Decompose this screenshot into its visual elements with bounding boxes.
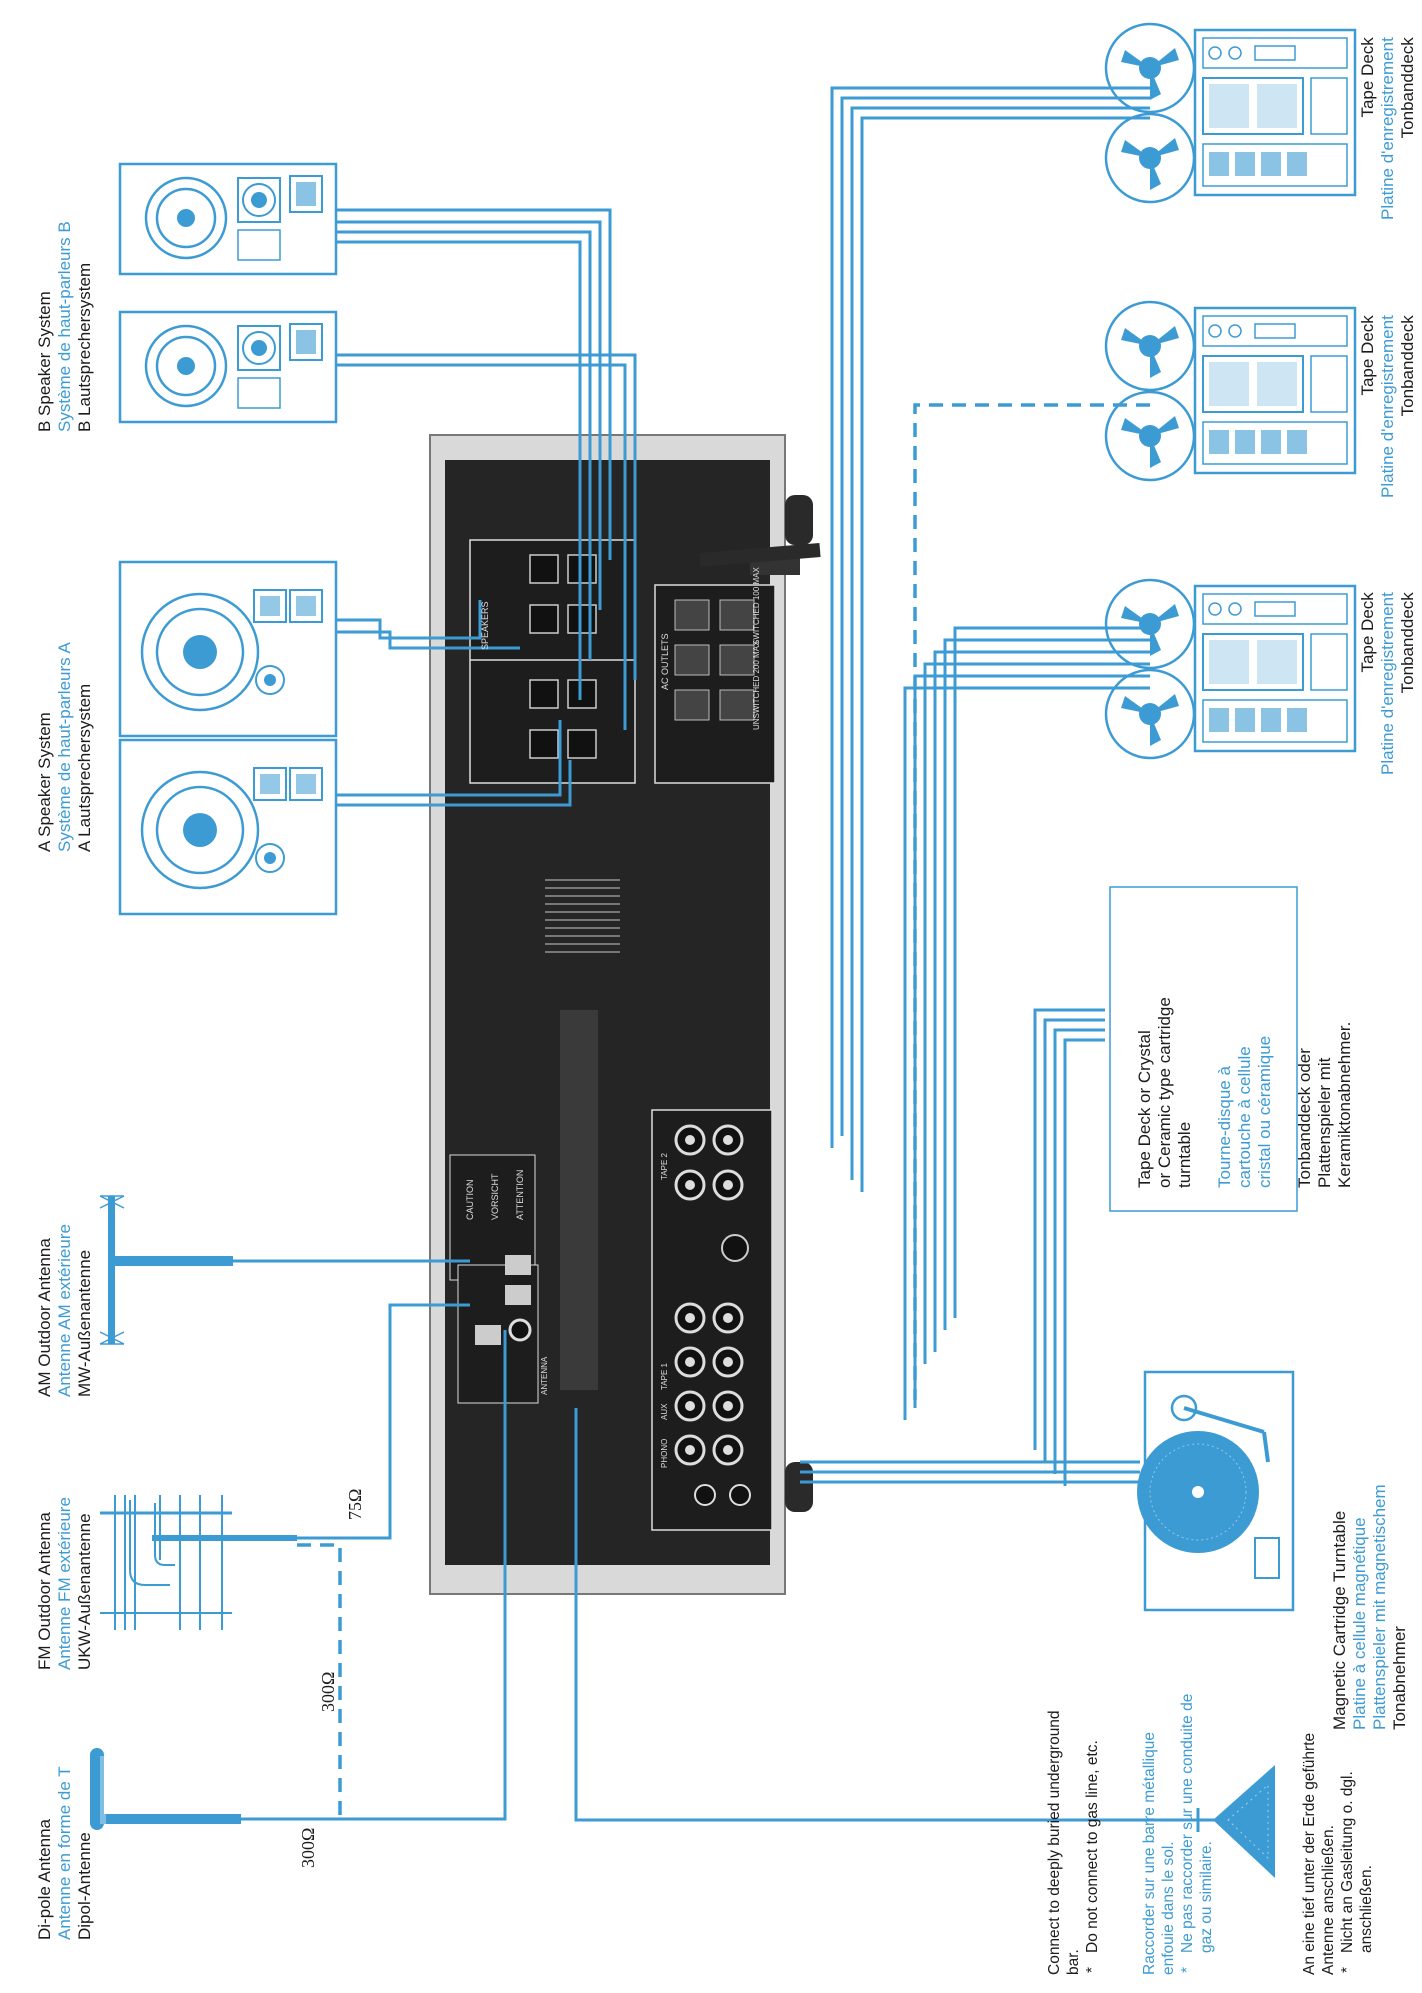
tape-deck-middle — [1106, 302, 1355, 480]
panel-aux-label: AUX — [660, 1404, 669, 1420]
tape-deck-top — [1106, 24, 1355, 202]
fm-antenna — [100, 1495, 297, 1630]
a-speaker-label: A Speaker System Système de haut-parleur… — [35, 642, 95, 852]
ohm-300-line: 300Ω — [318, 1672, 339, 1712]
am-antenna-label: AM Outdoor Antenna Antenne AM extérieure… — [35, 1224, 95, 1397]
panel-phono-label: PHONO — [660, 1439, 669, 1468]
ohm-300-dipole: 300Ω — [298, 1828, 319, 1868]
magnetic-turntable — [1137, 1372, 1293, 1610]
panel-caution-label: CAUTION — [465, 1180, 475, 1221]
b-speaker-label: B Speaker System Système de haut-parleur… — [35, 221, 95, 432]
panel-vorsicht-label: VORSICHT — [490, 1173, 500, 1220]
dipole-label: Di-pole Antenna Antenne en forme de T Di… — [35, 1766, 95, 1940]
tape-deck-top-label: Tape Deck Platine d'enregistrement Tonba… — [1358, 37, 1418, 220]
speaker-b-system — [120, 164, 336, 422]
panel-tape2-label: TAPE 2 — [660, 1153, 669, 1180]
am-antenna — [100, 1196, 233, 1344]
panel-ac-outlets-label: AC OUTLETS — [660, 633, 670, 690]
ohm-75-line: 75Ω — [345, 1489, 366, 1520]
tape-deck-bottom — [1106, 580, 1355, 758]
ground-note-english: Connect to deeply buried underground bar… — [1045, 1685, 1102, 1975]
panel-switched-label: SWITCHED 100 MAX — [752, 567, 761, 645]
fm-antenna-label: FM Outdoor Antenna Antenne FM extérieure… — [35, 1497, 95, 1670]
note-star: * — [1178, 1967, 1197, 1973]
ground-note-french: Raccorder sur une barre métallique enfou… — [1140, 1685, 1216, 1975]
ground-note-german: An eine tief unter der Erde geführte Ant… — [1300, 1685, 1376, 1975]
panel-tape1-label: TAPE 1 — [660, 1363, 669, 1390]
note-star: * — [1083, 1967, 1102, 1973]
note-star: * — [1338, 1967, 1357, 1973]
dipole-antenna — [90, 1748, 241, 1830]
tape-deck-middle-label: Tape Deck Platine d'enregistrement Tonba… — [1358, 315, 1418, 498]
tape-deck-bottom-label: Tape Deck Platine d'enregistrement Tonba… — [1358, 592, 1418, 775]
panel-antenna-label: ANTENNA — [540, 1357, 549, 1395]
panel-attention-label: ATTENTION — [515, 1170, 525, 1220]
crystal-turntable-label: Tape Deck or Crystal or Ceramic type car… — [1135, 997, 1355, 1188]
panel-unswitched-label: UNSWITCHED 200 MAX — [752, 641, 761, 730]
speaker-a-system — [120, 562, 336, 914]
panel-speakers-label: SPEAKERS — [480, 601, 490, 650]
